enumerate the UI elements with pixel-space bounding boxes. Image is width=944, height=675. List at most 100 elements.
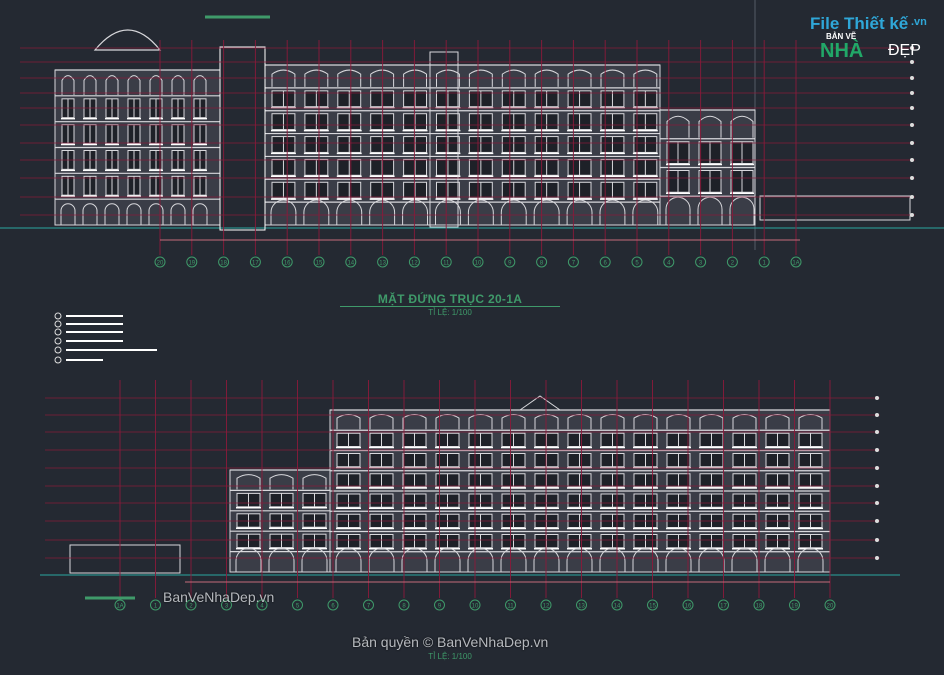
level-marker — [875, 396, 879, 400]
axis-label: 13 — [379, 261, 386, 267]
level-marker — [910, 106, 914, 110]
level-marker — [875, 413, 879, 417]
roof-peak — [519, 395, 561, 411]
axis-label: 1A — [116, 604, 123, 610]
arch-window — [632, 199, 659, 225]
axis-label: 18 — [756, 604, 763, 610]
arch-window — [599, 199, 626, 225]
axis-bubble — [327, 599, 339, 611]
dormer-window — [567, 69, 592, 87]
legend — [54, 312, 157, 364]
axis-label: 7 — [572, 261, 576, 267]
dormer-window — [468, 69, 493, 87]
axis-label: 20 — [827, 604, 834, 610]
arch-window — [270, 199, 297, 225]
dome — [93, 29, 162, 51]
levels-drawing-1 — [20, 46, 915, 217]
arch-window — [148, 203, 164, 225]
axis-bubble — [631, 256, 643, 268]
dormer-window — [633, 69, 658, 87]
axis-label: 3 — [699, 261, 703, 267]
axis-label: 14 — [614, 604, 621, 610]
axis-label: 2 — [731, 261, 735, 267]
legend-symbol — [54, 346, 62, 354]
axis-bubble — [292, 599, 303, 611]
axis-label: 9 — [438, 604, 442, 610]
arch-window — [566, 199, 593, 225]
axis-label: 1 — [154, 604, 158, 610]
arch-window — [336, 199, 363, 225]
arch-window — [303, 199, 330, 225]
dormer-window — [193, 75, 207, 95]
axis-label: 2 — [189, 604, 193, 610]
axis-label: 13 — [578, 604, 585, 610]
axis-label: 17 — [720, 604, 727, 610]
level-marker — [875, 556, 879, 560]
level-marker — [910, 158, 914, 162]
axis-bubble — [718, 599, 729, 611]
drawing-1-title: MẶT ĐỨNG TRỤC 20-1A — [340, 292, 560, 307]
legend-symbol — [54, 356, 62, 364]
dormer-window — [698, 115, 722, 138]
axis-bubble — [186, 256, 198, 268]
logo-line1-suffix: .vn — [911, 16, 927, 28]
axis-label: 14 — [347, 261, 354, 267]
axis-bubble — [434, 599, 445, 611]
axis-label: 1 — [763, 261, 767, 267]
axis-label: 18 — [220, 261, 227, 267]
canopy-2 — [69, 544, 181, 574]
axis-label: 19 — [188, 261, 195, 267]
axis-bubble — [540, 599, 552, 611]
axis-label: 12 — [543, 604, 550, 610]
watermark-site: BanVeNhaDep.vn — [163, 589, 275, 605]
drawing-1-scale: TỈ LỆ: 1/100 — [428, 308, 472, 317]
dormer-window — [236, 474, 261, 490]
building-2-main — [329, 409, 831, 573]
axis-bubble — [726, 256, 738, 268]
axis-bubble — [682, 599, 694, 611]
axis-label: 15 — [316, 261, 323, 267]
axis-bubble — [313, 256, 325, 268]
dormer-window — [304, 69, 329, 87]
axis-bubble — [218, 256, 230, 268]
axis-label: 4 — [667, 261, 671, 267]
axis-bubble — [567, 256, 579, 268]
axis-label: 1A — [792, 261, 799, 267]
axis-bubble — [469, 599, 481, 611]
level-marker — [910, 60, 914, 64]
dormer-window — [436, 69, 460, 87]
axis-bubble — [221, 599, 232, 611]
dormer-window — [269, 474, 294, 490]
watermark-copyright: Bản quyền © BanVeNhaDep.vn — [352, 634, 549, 650]
axis-bubble — [114, 599, 126, 611]
logo-line4: ĐẸP — [888, 42, 921, 59]
level-marker — [910, 76, 914, 80]
legend-symbol — [54, 312, 62, 320]
level-marker — [910, 141, 914, 145]
axis-label: 5 — [296, 604, 300, 610]
dormer-window — [271, 69, 296, 87]
axis-label: 6 — [604, 261, 608, 267]
arch-window — [467, 199, 494, 225]
level-marker — [875, 484, 879, 488]
arch-window — [533, 199, 560, 225]
axis-label: 19 — [791, 604, 798, 610]
canopy-1 — [759, 195, 911, 221]
levels-drawing-2 — [45, 396, 880, 560]
level-marker — [875, 538, 879, 542]
dormer-window — [61, 75, 75, 95]
dormer-window — [149, 75, 163, 95]
axis-label: 7 — [367, 604, 371, 610]
axis-label: 8 — [402, 604, 406, 610]
axis-bubble — [663, 256, 675, 268]
level-marker — [910, 46, 914, 50]
level-marker — [910, 213, 914, 217]
dormer-window — [600, 69, 625, 87]
axis-bubble — [758, 256, 770, 268]
axis-bubble — [150, 599, 161, 611]
level-marker — [910, 176, 914, 180]
axis-bubble — [789, 599, 800, 611]
arch-window — [82, 203, 98, 225]
dormer-window — [105, 75, 119, 95]
